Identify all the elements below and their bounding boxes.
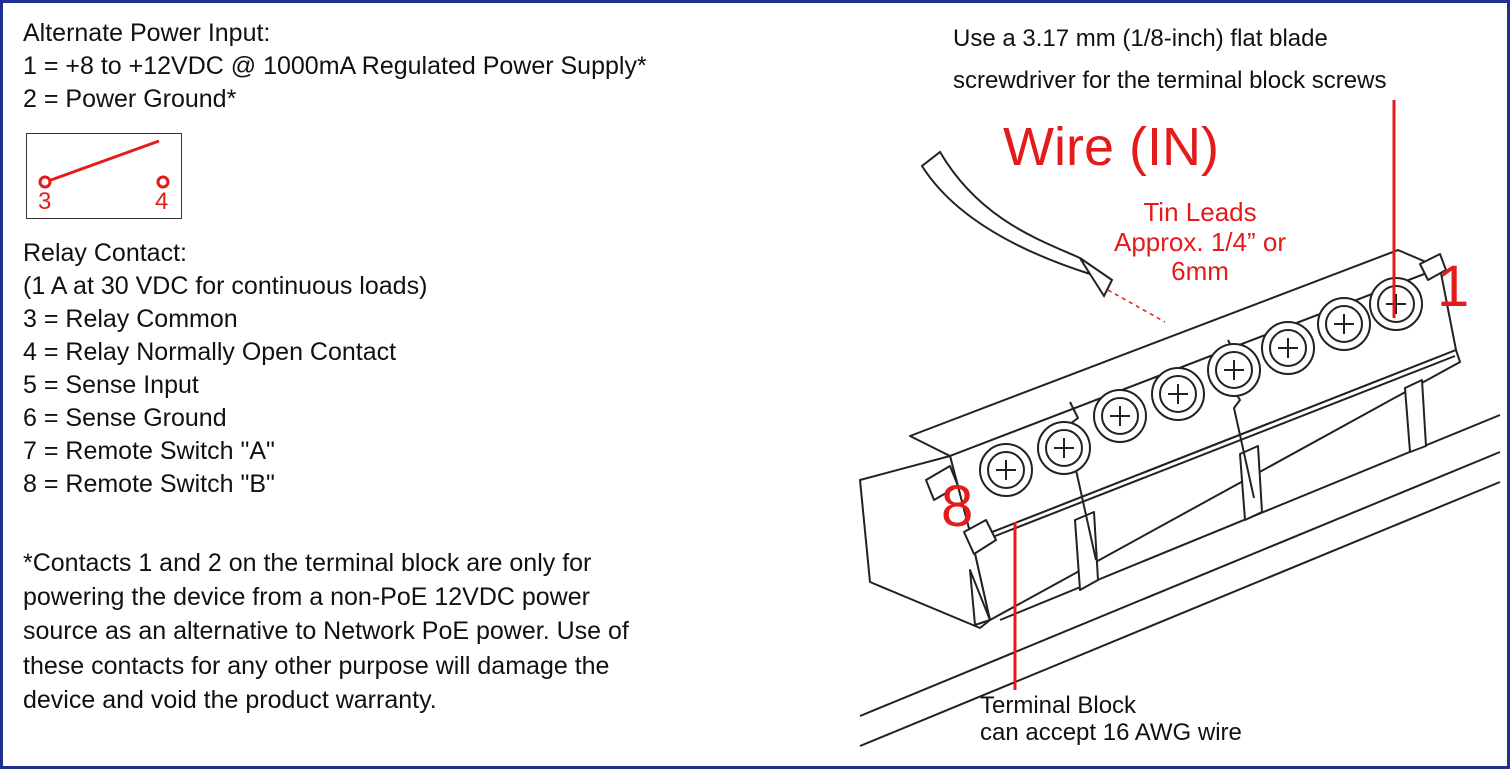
- relay-num-3: 3: [38, 188, 52, 215]
- terminal-screws: [979, 277, 1423, 497]
- screwdriver-note-line-1: Use a 3.17 mm (1/8-inch) flat blade: [953, 25, 1328, 52]
- relay-switch-arm: [50, 139, 160, 182]
- screw-terminal-6: [1093, 389, 1147, 443]
- relay-item-3: 3 = Relay Common: [23, 305, 238, 333]
- power-line-2: 2 = Power Ground*: [23, 85, 237, 113]
- input-wire: [920, 150, 1114, 299]
- tin-leads-line-1: Tin Leads: [1143, 197, 1257, 227]
- warning-note-line-3: source as an alternative to Network PoE …: [23, 617, 629, 645]
- pin-8-label: 8: [941, 474, 974, 539]
- tin-leads-line-2: Approx. 1/4” or: [1114, 227, 1286, 257]
- relay-item-8: 8 = Remote Switch "B": [23, 470, 275, 498]
- power-heading: Alternate Power Input:: [23, 19, 271, 47]
- warning-note-line-4: these contacts for any other purpose wil…: [23, 652, 610, 680]
- relay-item-5: 5 = Sense Input: [23, 371, 199, 399]
- warning-note-line-2: powering the device from a non-PoE 12VDC…: [23, 583, 590, 611]
- warning-note-line-5: device and void the product warranty.: [23, 686, 437, 714]
- relay-num-4: 4: [155, 188, 169, 215]
- screw-terminal-1: [1369, 277, 1423, 331]
- screw-terminal-8: [979, 443, 1033, 497]
- screw-terminal-3: [1261, 321, 1315, 375]
- relay-heading: Relay Contact:: [23, 239, 187, 267]
- relay-item-7: 7 = Remote Switch "A": [23, 437, 275, 465]
- pin-1-label: 1: [1437, 254, 1470, 319]
- relay-terminal-3: [38, 175, 52, 189]
- relay-item-4: 4 = Relay Normally Open Contact: [23, 338, 397, 366]
- wire-in-label: Wire (IN): [1003, 117, 1219, 177]
- relay-symbol: 3 4: [26, 133, 182, 219]
- terminal-block-label-line-2: can accept 16 AWG wire: [980, 719, 1242, 746]
- screw-terminal-2: [1317, 297, 1371, 351]
- relay-terminal-4: [156, 175, 170, 189]
- relay-item-6: 6 = Sense Ground: [23, 404, 227, 432]
- terminal-block-label-line-1: Terminal Block: [980, 692, 1137, 719]
- screw-terminal-4: [1207, 343, 1261, 397]
- tin-leads-line-3: 6mm: [1171, 256, 1229, 286]
- wire-insertion-path: [1107, 289, 1166, 323]
- screw-terminal-5: [1151, 367, 1205, 421]
- screw-terminal-7: [1037, 421, 1091, 475]
- relay-rating: (1 A at 30 VDC for continuous loads): [23, 272, 428, 300]
- power-line-1: 1 = +8 to +12VDC @ 1000mA Regulated Powe…: [23, 52, 647, 80]
- warning-note-line-1: *Contacts 1 and 2 on the terminal block …: [23, 549, 592, 577]
- screwdriver-note-line-2: screwdriver for the terminal block screw…: [953, 67, 1387, 94]
